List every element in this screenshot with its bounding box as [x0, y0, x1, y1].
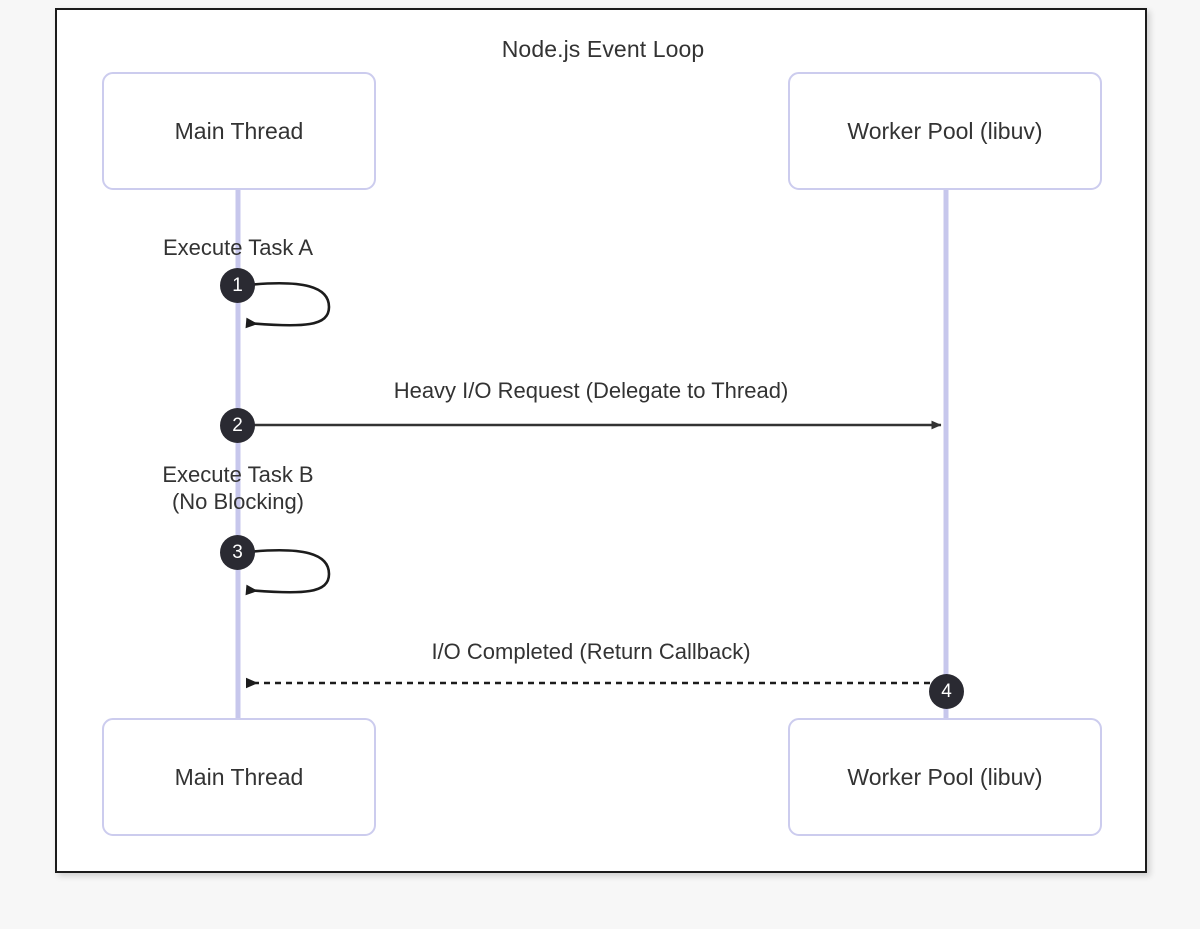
- actor-box-main-thread-bottom[interactable]: Main Thread: [102, 718, 376, 836]
- actor-box-main-thread-top[interactable]: Main Thread: [102, 72, 376, 190]
- diagram-frame: Node.js Event Loop: [55, 8, 1147, 873]
- message-label-3: Execute Task B (No Blocking): [162, 462, 314, 514]
- step-badge-2[interactable]: 2: [220, 408, 255, 443]
- step-badge-4[interactable]: 4: [929, 674, 964, 709]
- actor-box-worker-pool-top[interactable]: Worker Pool (libuv): [788, 72, 1102, 190]
- message-label-4: I/O Completed (Return Callback): [431, 639, 751, 664]
- actor-label-worker-pool: Worker Pool (libuv): [847, 117, 1043, 144]
- step-badge-1[interactable]: 1: [220, 268, 255, 303]
- diagram-title: Node.js Event Loop: [501, 36, 705, 62]
- actor-label-worker-pool: Worker Pool (libuv): [847, 763, 1043, 790]
- message-label-2: Heavy I/O Request (Delegate to Thread): [393, 378, 789, 403]
- actor-label-main-thread: Main Thread: [174, 117, 304, 144]
- actor-box-worker-pool-bottom[interactable]: Worker Pool (libuv): [788, 718, 1102, 836]
- actor-label-main-thread: Main Thread: [174, 763, 304, 790]
- message-label-1: Execute Task A: [162, 235, 313, 260]
- step-badge-3[interactable]: 3: [220, 535, 255, 570]
